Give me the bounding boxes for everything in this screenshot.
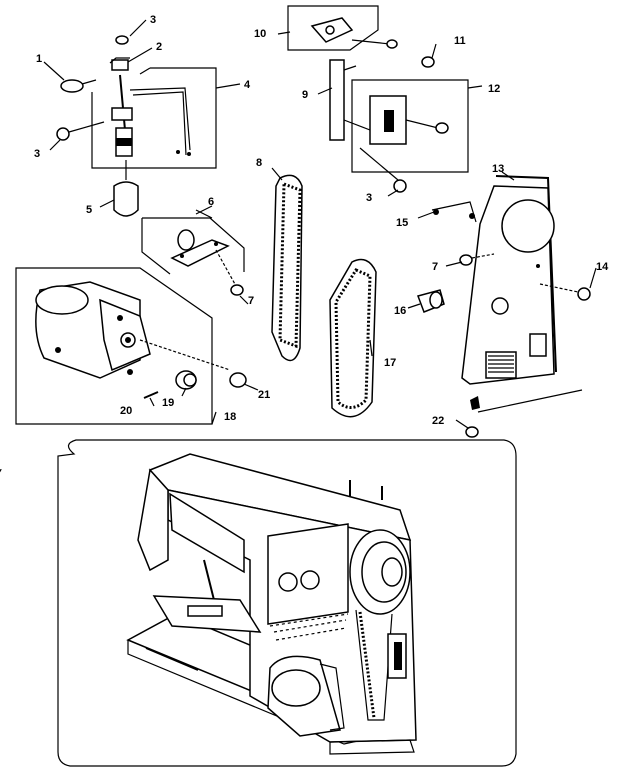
- callout-21: 21: [258, 389, 270, 401]
- callout-labels: 3 2 1 4 3 5 6 7 8 9 10 11 12 3 13 14 15 …: [34, 14, 609, 427]
- callout-7-right: 7: [432, 261, 438, 273]
- callout-13: 13: [492, 163, 504, 175]
- switch-assembly: [287, 5, 469, 193]
- callout-2: 2: [156, 41, 162, 53]
- sewing-machine-overview: [0, 439, 517, 767]
- callout-11: 11: [454, 35, 466, 47]
- callout-17: 17: [384, 357, 396, 369]
- lamp-assembly: [56, 35, 217, 217]
- callout-20: 20: [120, 405, 132, 417]
- belts: [271, 174, 377, 418]
- callout-6: 6: [208, 196, 214, 208]
- callout-3-left: 3: [34, 148, 40, 160]
- callout-18: 18: [224, 411, 236, 423]
- callout-10: 10: [254, 28, 266, 40]
- callout-16: 16: [394, 305, 406, 317]
- callout-14: 14: [596, 261, 609, 273]
- callout-15: 15: [396, 217, 408, 229]
- callout-4: 4: [244, 79, 251, 91]
- callout-19: 19: [162, 397, 174, 409]
- callout-22: 22: [432, 415, 444, 427]
- leader-lines: [43, 19, 597, 429]
- callout-7-left: 7: [248, 295, 254, 307]
- callout-12: 12: [488, 83, 500, 95]
- callout-3-mid: 3: [366, 192, 372, 204]
- callout-3-top: 3: [150, 14, 156, 26]
- callout-9: 9: [302, 89, 308, 101]
- callout-5: 5: [86, 204, 92, 216]
- callout-1: 1: [36, 53, 42, 65]
- rear-cover-assembly: [417, 175, 591, 438]
- bracket-assembly: [141, 209, 245, 296]
- motor-assembly: [15, 267, 247, 425]
- callout-8: 8: [256, 157, 262, 169]
